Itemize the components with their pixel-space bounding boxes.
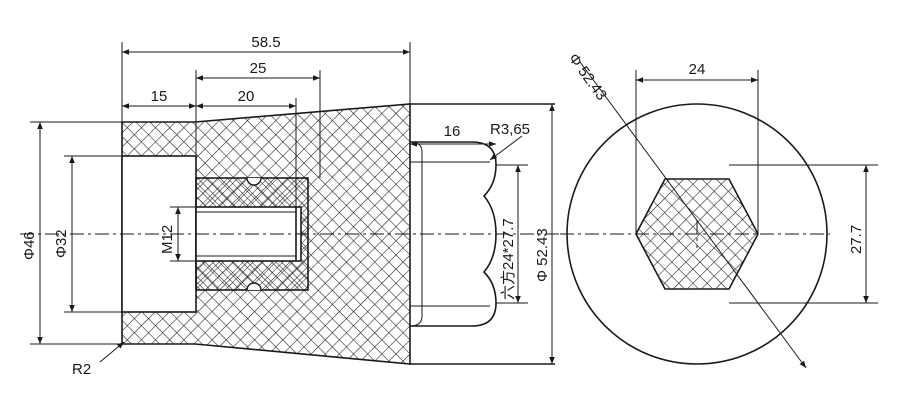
dia-5243-side-label: Φ 52.43 <box>534 228 551 282</box>
dim-24-label: 24 <box>689 61 706 78</box>
dim-dia-46: Φ46 <box>21 121 122 345</box>
dim-m12: M12 <box>159 206 196 262</box>
dim-15-20: 15 20 <box>121 88 297 207</box>
dim-20-label: 20 <box>238 88 255 105</box>
dim-277: 27.7 <box>729 164 878 304</box>
m12-label: M12 <box>159 225 176 254</box>
dim-overall-length: 58.5 <box>121 34 411 122</box>
dim-hex: 六方24*27.7 <box>496 164 528 304</box>
dim-dia-32: Φ32 <box>53 155 122 313</box>
dim-15-label: 15 <box>151 88 168 105</box>
dim-58-5-label: 58.5 <box>251 34 280 51</box>
dim-16-label: 16 <box>444 123 461 140</box>
dim-16: 16 <box>410 123 496 147</box>
dim-25: 25 <box>195 60 321 178</box>
dim-dia-5243-side: Φ 52.43 <box>534 104 555 364</box>
dia-5243-end-label: Φ 52.43 <box>565 50 610 103</box>
dim-24: 24 <box>635 61 759 234</box>
r2-label: R2 <box>72 361 91 378</box>
side-view: 58.5 25 15 20 16 R3,65 <box>20 34 560 378</box>
dia-32-label: Φ32 <box>53 229 70 258</box>
dim-25-label: 25 <box>250 60 267 77</box>
dim-277-label: 27.7 <box>848 225 865 254</box>
r365-label: R3,65 <box>490 121 530 138</box>
dim-r2: R2 <box>72 341 125 378</box>
dim-r365: R3,65 <box>489 121 530 161</box>
hex-size-label: 六方24*27.7 <box>500 218 517 300</box>
end-view: Φ 52.43 24 27.7 <box>560 50 878 369</box>
dia-46-label: Φ46 <box>21 231 38 260</box>
